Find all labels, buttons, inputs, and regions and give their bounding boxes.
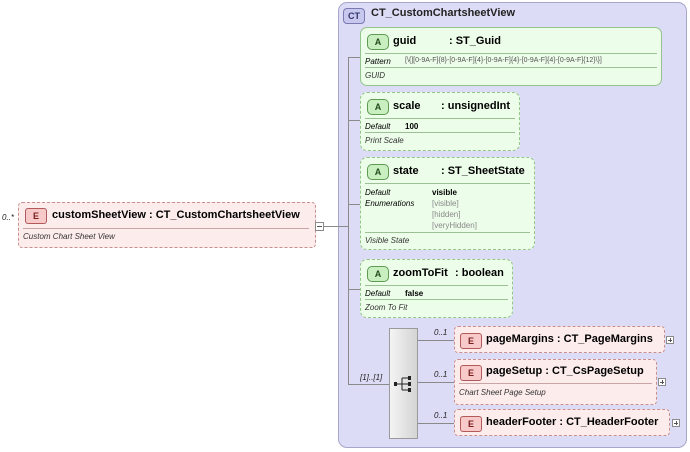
separator (365, 53, 657, 54)
attribute-name: state (393, 165, 419, 177)
attribute-state[interactable]: A state : ST_SheetState Default visible … (360, 157, 535, 250)
separator (365, 183, 530, 184)
branch-line (348, 57, 360, 58)
element-pagesetup[interactable]: E pageSetup : CT_CsPageSetup Chart Sheet… (454, 359, 657, 405)
element-pagemargins[interactable]: E pageMargins : CT_PageMargins (454, 326, 665, 353)
attribute-badge: A (367, 266, 389, 282)
separator (365, 118, 515, 119)
attribute-doc: Zoom To Fit (365, 303, 408, 312)
child-multiplicity: 0..1 (434, 411, 448, 420)
attribute-name: zoomToFit (393, 267, 448, 279)
attribute-badge: A (367, 34, 389, 50)
separator (365, 232, 530, 233)
child-multiplicity: 0..1 (434, 328, 448, 337)
plus-icon[interactable] (672, 419, 680, 427)
child-connector (418, 340, 454, 341)
separator (365, 67, 657, 68)
branch-line (338, 226, 348, 227)
separator (365, 299, 508, 300)
element-doc: Chart Sheet Page Setup (459, 388, 546, 397)
sequence-compositor[interactable] (389, 328, 418, 439)
attribute-type: : unsignedInt (441, 100, 511, 112)
element-badge: E (460, 416, 482, 432)
separator (23, 228, 309, 229)
attribute-name: guid (393, 35, 417, 47)
attribute-doc: Print Scale (365, 136, 404, 145)
pattern-value: [\{][0-9A-F]{8}-[0-9A-F]{4}-[0-9A-F]{4}-… (405, 57, 602, 64)
root-element-doc: Custom Chart Sheet View (23, 232, 115, 241)
attribute-badge: A (367, 99, 389, 115)
branch-line (348, 120, 360, 121)
attribute-type: : boolean (455, 267, 504, 279)
enumeration-value: [visible] (432, 199, 459, 208)
element-name: pageMargins : CT_PageMargins (486, 333, 653, 345)
sequence-multiplicity: [1]..[1] (360, 373, 383, 382)
element-badge: E (460, 365, 482, 381)
separator (365, 132, 515, 133)
attribute-guid[interactable]: A guid : ST_Guid Pattern [\{][0-9A-F]{8}… (360, 27, 662, 86)
branch-line (348, 204, 360, 205)
child-multiplicity: 0..1 (434, 370, 448, 379)
attribute-scale[interactable]: A scale : unsignedInt Default 100 Print … (360, 92, 520, 151)
default-label: Default (365, 289, 391, 298)
element-headerfooter[interactable]: E headerFooter : CT_HeaderFooter (454, 409, 670, 436)
complex-type-title: CT_CustomChartsheetView (371, 7, 516, 19)
attribute-doc: GUID (365, 71, 385, 80)
attribute-doc: Visible State (365, 236, 410, 245)
default-value: visible (432, 188, 457, 197)
root-element-name: customSheetView : CT_CustomChartsheetVie… (52, 209, 300, 221)
root-multiplicity: 0..* (2, 213, 15, 222)
enumeration-value: [veryHidden] (432, 221, 477, 230)
default-label: Default (365, 188, 391, 197)
element-badge: E (460, 333, 482, 349)
element-badge: E (25, 208, 47, 224)
sequence-icon (394, 376, 411, 392)
branch-line (348, 384, 389, 385)
trunk-line (348, 57, 349, 385)
element-name: headerFooter : CT_HeaderFooter (486, 416, 659, 428)
separator (365, 285, 508, 286)
plus-icon[interactable] (666, 336, 674, 344)
enumeration-value: [hidden] (432, 210, 461, 219)
child-connector (418, 423, 454, 424)
default-label: Default (365, 122, 391, 131)
attribute-badge: A (367, 164, 389, 180)
branch-line (348, 289, 360, 290)
pattern-label: Pattern (365, 57, 391, 66)
minus-icon[interactable] (315, 222, 324, 231)
default-value: false (405, 289, 424, 298)
child-connector (418, 382, 454, 383)
root-element-card[interactable]: E customSheetView : CT_CustomChartsheetV… (18, 202, 316, 248)
plus-icon[interactable] (658, 378, 666, 386)
attribute-name: scale (393, 100, 421, 112)
element-name: pageSetup : CT_CsPageSetup (486, 365, 644, 377)
attribute-type: : ST_Guid (449, 35, 501, 47)
connector (324, 226, 338, 227)
complex-type-badge: CT (343, 8, 365, 24)
default-value: 100 (405, 122, 419, 131)
attribute-zoomtofit[interactable]: A zoomToFit : boolean Default false Zoom… (360, 259, 513, 318)
enumerations-label: Enumerations (365, 199, 415, 208)
separator (459, 383, 652, 384)
attribute-type: : ST_SheetState (441, 165, 525, 177)
